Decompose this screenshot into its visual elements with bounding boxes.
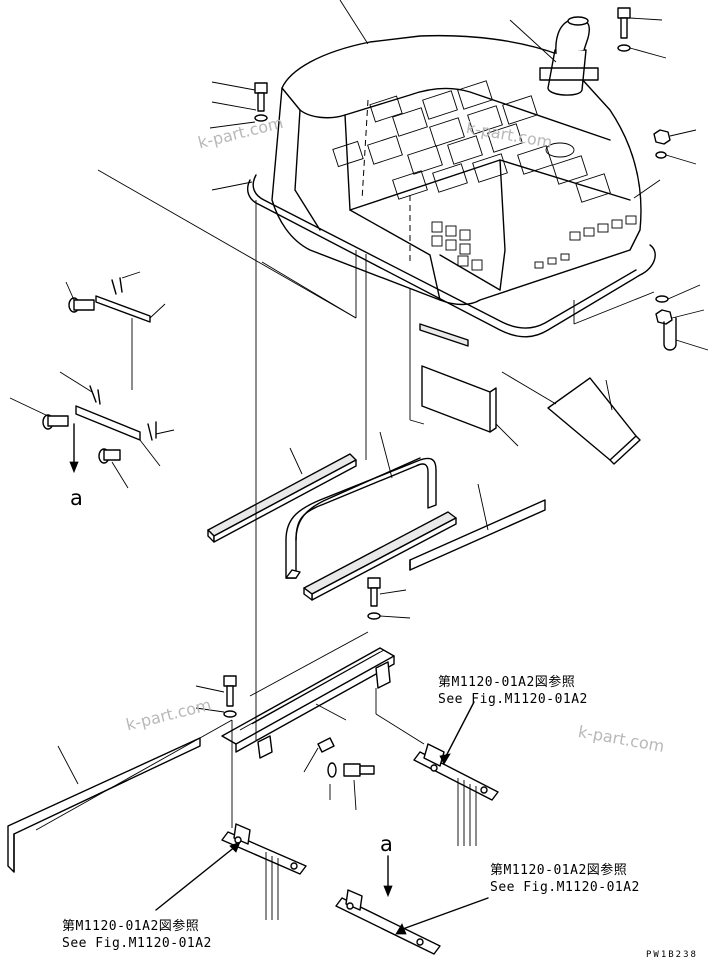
bolt-rail-left — [195, 675, 237, 718]
callout-jp-text: 第M1120-01A2図参照 — [62, 919, 200, 934]
callout-reference: 第M1120-01A2図参照 See Fig.M1120-01A2 — [438, 674, 588, 708]
callout-jp-text: 第M1120-01A2図参照 — [438, 675, 576, 690]
callout-reference: 第M1120-01A2図参照 See Fig.M1120-01A2 — [62, 918, 212, 952]
mount-bracket-bottom-right — [335, 855, 489, 955]
nut-right — [653, 129, 697, 165]
bolt-top-right — [617, 7, 667, 59]
side-panel-right — [409, 483, 546, 571]
engine-hood — [247, 34, 656, 338]
mount-bracket-center — [413, 701, 499, 846]
callout-en-text: See Fig.M1120-01A2 — [62, 936, 212, 951]
bolt-rail-upper — [367, 577, 411, 620]
mount-bracket-left — [155, 823, 307, 920]
support-rail — [221, 631, 395, 759]
long-bar — [207, 447, 357, 543]
short-bar — [303, 511, 457, 601]
leader-lines — [339, 0, 661, 265]
insulation-panel — [501, 371, 641, 465]
callout-en-text: See Fig.M1120-01A2 — [490, 880, 640, 895]
connector-label-a: a — [70, 486, 83, 510]
drawing-code: PW1B238 — [646, 950, 698, 960]
callout-en-text: See Fig.M1120-01A2 — [438, 692, 588, 707]
bolt-hood-left — [209, 81, 268, 191]
panel-small-block — [419, 323, 519, 447]
long-side-panel — [7, 737, 201, 873]
callout-reference: 第M1120-01A2図参照 See Fig.M1120-01A2 — [490, 862, 640, 896]
clip-and-bolt — [303, 737, 375, 811]
assembly-guide-lines — [35, 169, 655, 831]
exhaust-pipe — [539, 16, 599, 96]
callout-jp-text: 第M1120-01A2図参照 — [490, 863, 628, 878]
u-bolt-right — [655, 284, 709, 351]
bracket-upper-left — [65, 271, 166, 390]
connector-label-a: a — [380, 832, 393, 856]
bracket-lower-left — [9, 371, 175, 489]
frame-cover — [285, 431, 437, 579]
